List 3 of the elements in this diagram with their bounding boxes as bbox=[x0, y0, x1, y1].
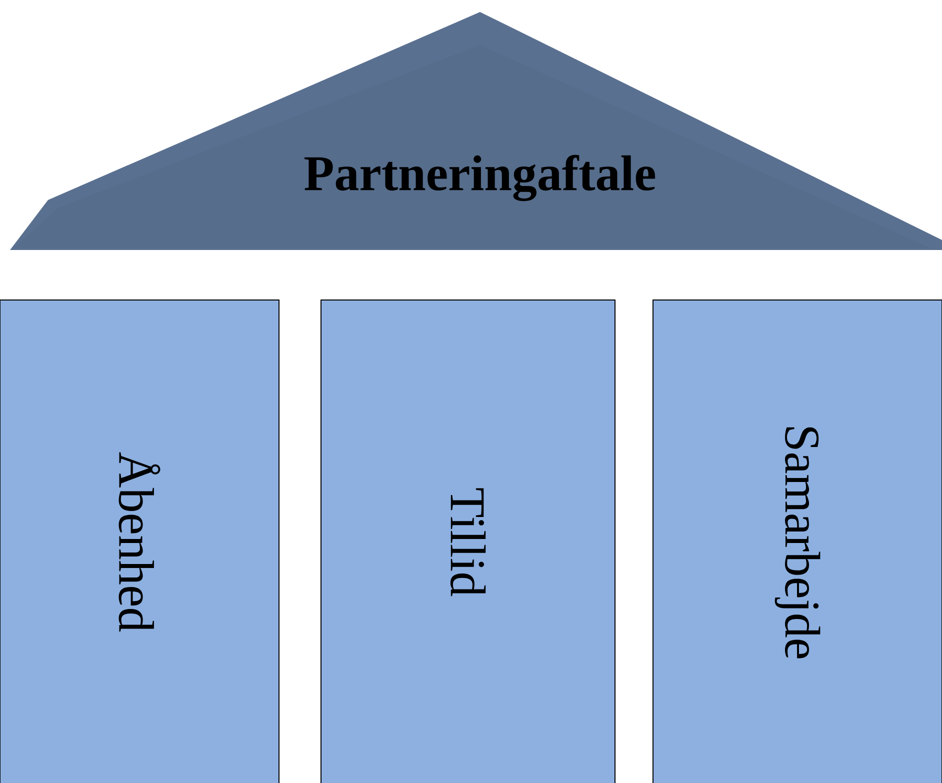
pillar-box: Samarbejde bbox=[652, 300, 942, 783]
pillar-box: Tillid bbox=[320, 300, 616, 783]
pillar-box: Åbenhed bbox=[0, 300, 280, 783]
